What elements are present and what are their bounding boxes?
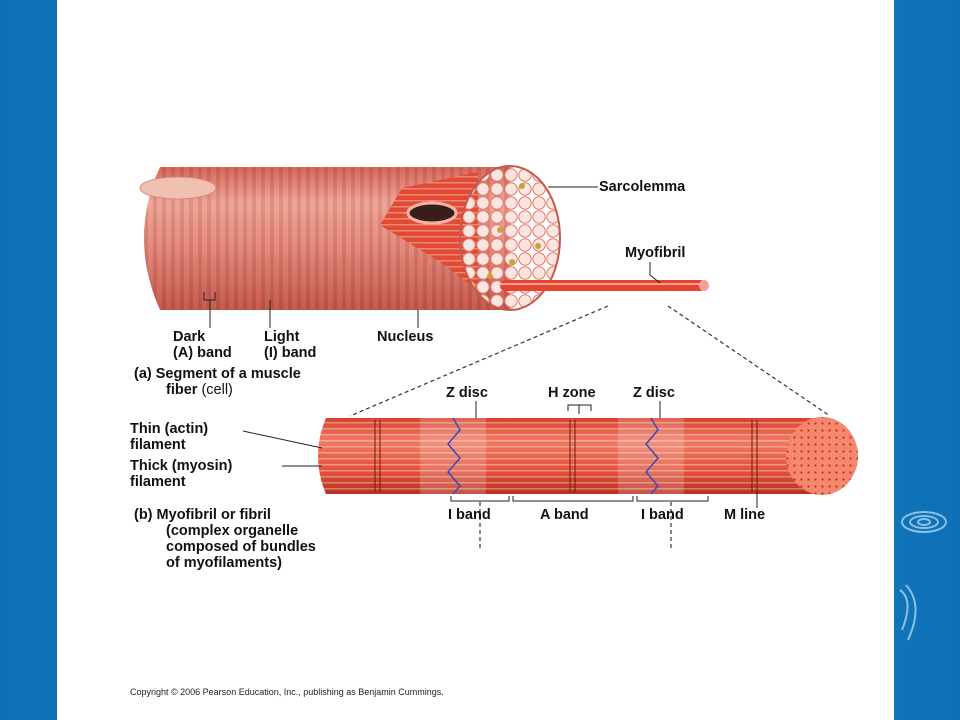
label-i-band-right: I band [641,507,684,523]
label-z-disc-left: Z disc [446,385,488,401]
caption-a-normal: (cell) [201,382,233,398]
muscle-fiber [139,165,709,311]
label-sarcolemma: Sarcolemma [599,179,686,195]
slide [57,0,894,720]
caption-b-line-1: (complex organelle [166,523,299,539]
label-myofibril: Myofibril [625,245,686,261]
label-thin-filament-1: Thin (actin) [130,421,209,437]
label-dark-band-1: Dark [173,329,206,345]
nucleus-bump [139,176,217,200]
label-light-band-2: (I) band [264,345,317,361]
label-m-line: M line [724,507,766,523]
label-light-band-1: Light [264,329,300,345]
myofibril-magnified [318,417,858,495]
caption-b-line-3: of myofilaments) [166,555,283,571]
caption-b-title: Myofibril or fibril [156,507,271,523]
caption-b: (b) Myofibril or fibril (complex organel… [134,507,316,571]
caption-a-title-2: fiber [166,382,198,398]
caption-a: (a) Segment of a muscle fiber (cell) [134,366,301,398]
caption-b-letter: (b) [134,507,153,523]
label-h-zone: H zone [548,385,596,401]
label-thin-filament-2: filament [130,437,186,453]
label-i-band-left: I band [448,507,491,523]
label-thick-filament-1: Thick (myosin) [130,458,233,474]
copyright-notice: Copyright © 2006 Pearson Education, Inc.… [130,687,444,697]
label-a-band: A band [540,507,589,523]
caption-a-title-1: Segment of a muscle [155,366,301,382]
fiber-end-face [459,165,561,311]
label-dark-band-2: (A) band [173,345,232,361]
caption-a-letter: (a) [134,366,152,382]
label-z-disc-right: Z disc [633,385,675,401]
label-nucleus: Nucleus [377,329,434,345]
swirl-decoration [899,511,947,641]
caption-b-line-2: composed of bundles [166,539,316,555]
label-thick-filament-2: filament [130,474,186,490]
myofibril-strand [500,280,706,291]
